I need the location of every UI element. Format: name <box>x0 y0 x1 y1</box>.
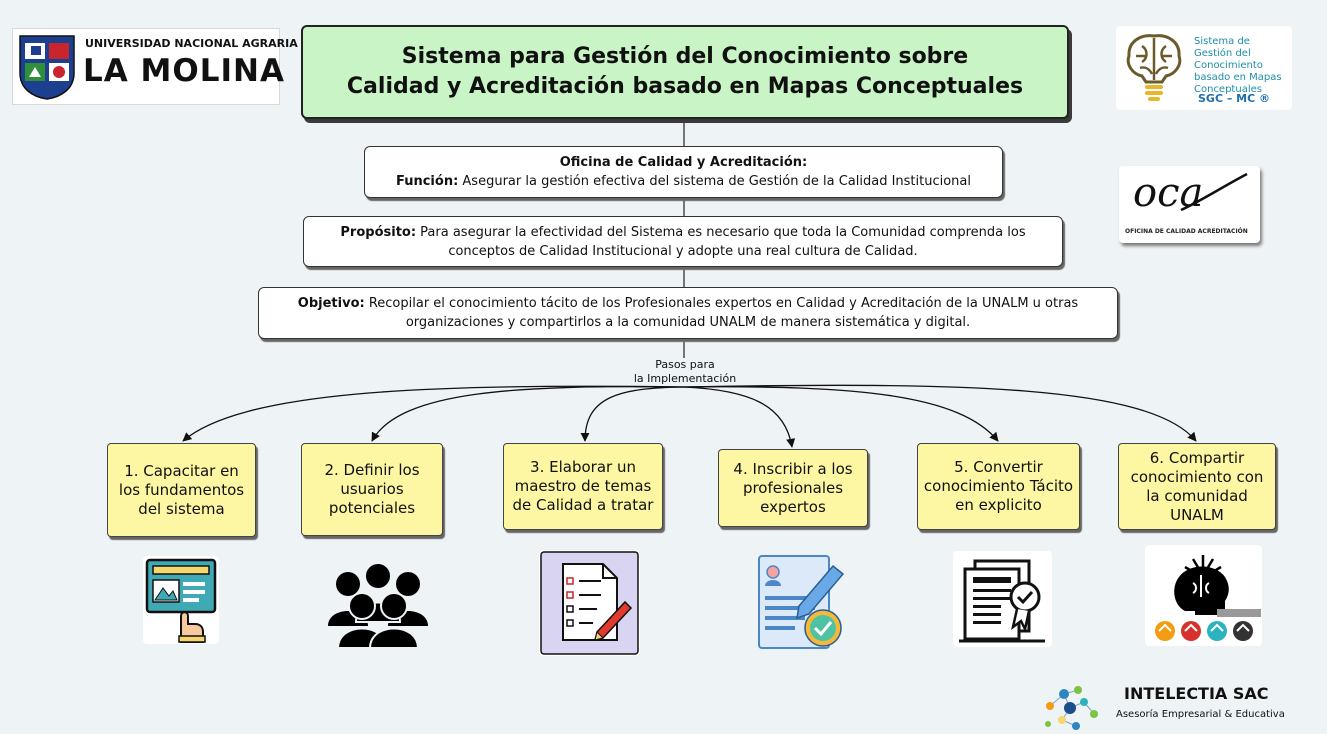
intelectia-brand: INTELECTIA SAC Asesoría Empresarial & Ed… <box>1040 680 1300 734</box>
arrow-to-step-4 <box>683 386 796 448</box>
sgc-mc-description: Sistema de Gestión del Conocimiento basa… <box>1194 36 1282 95</box>
link-label-line-1: Pasos para <box>655 358 715 371</box>
funcion-label: Función: <box>395 174 459 189</box>
company-name: INTELECTIA SAC <box>1124 684 1269 703</box>
arrow-to-step-2 <box>371 385 685 442</box>
sgc-mc-logo: Sistema de Gestión del Conocimiento basa… <box>1116 26 1292 110</box>
node-proposito: Propósito: Para asegurar la efectividad … <box>303 216 1063 267</box>
step-6-compartir-conocimiento: 6. Compartir conocimiento con la comunid… <box>1118 443 1276 530</box>
node-oficina: Oficina de Calidad y Acreditación: Funci… <box>364 146 1003 198</box>
objetivo-text-2: organizaciones y compartirlos a la comun… <box>405 315 971 330</box>
brain-lightbulb-icon <box>1126 34 1182 101</box>
title-line-2: Calidad y Acreditación basado en Mapas C… <box>346 74 1024 99</box>
oficina-heading: Oficina de Calidad y Acreditación: <box>559 155 808 170</box>
step-5-convertir-conocimiento: 5. Convertir conocimiento Tácito en expl… <box>917 443 1080 530</box>
oca-caption: OFICINA DE CALIDAD ACREDITACIÓN <box>1125 228 1248 235</box>
arrow-to-step-1 <box>182 385 685 442</box>
step-3-elaborar-maestro: 3. Elaborar un maestro de temas de Calid… <box>503 443 663 530</box>
checklist-pencil-icon <box>539 550 640 656</box>
oca-logo: oca OFICINA DE CALIDAD ACREDITACIÓN <box>1119 166 1260 243</box>
proposito-label: Propósito: <box>340 224 417 240</box>
step-1-capacitar: 1. Capacitar en los fundamentos del sist… <box>107 443 256 537</box>
documents-check-icon <box>953 551 1052 647</box>
title-line-1: Sistema para Gestión del Conocimiento so… <box>401 44 969 69</box>
link-label-pasos: Pasos para la Implementación <box>600 358 770 386</box>
step-4-inscribir-profesionales: 4. Inscribir a los profesionales experto… <box>718 449 868 527</box>
network-dots-icon <box>1045 686 1098 730</box>
step-2-definir-usuarios: 2. Definir los usuarios potenciales <box>301 443 443 536</box>
proposito-text-1: Para asegurar la efectividad del Sistema… <box>416 224 1026 240</box>
node-objetivo: Objetivo: Recopilar el conocimiento táci… <box>258 287 1118 339</box>
users-group-icon <box>322 556 434 650</box>
diagram-title: Sistema para Gestión del Conocimiento so… <box>301 25 1069 119</box>
sgc-mc-acronym: SGC – MC ® <box>1198 92 1271 105</box>
company-tagline: Asesoría Empresarial & Educativa <box>1116 709 1285 720</box>
funcion-text: Asegurar la gestión efectiva del sistema… <box>458 174 972 189</box>
arrow-to-step-5 <box>683 386 999 442</box>
registration-form-icon <box>757 552 849 654</box>
link-label-line-2: la Implementación <box>633 372 737 385</box>
arrow-to-step-6 <box>683 384 1197 442</box>
university-shield-icon <box>19 35 75 100</box>
university-name-large: LA MOLINA <box>83 53 285 89</box>
training-screen-touch-icon <box>143 556 219 644</box>
university-logo: UNIVERSIDAD NACIONAL AGRARIA LA MOLINA <box>12 28 298 105</box>
arrow-to-step-3 <box>580 386 685 442</box>
knowledge-sharing-head-icon <box>1145 545 1262 646</box>
proposito-text-2: conceptos de Calidad Institucional y ado… <box>448 243 918 259</box>
oca-swoosh-icon <box>1180 172 1248 212</box>
oca-logo-mark: oca <box>1133 170 1204 216</box>
objetivo-label: Objetivo: <box>297 296 365 311</box>
objetivo-text-1: Recopilar el conocimiento tácito de los … <box>364 296 1079 311</box>
university-name-line: UNIVERSIDAD NACIONAL AGRARIA <box>85 37 298 50</box>
